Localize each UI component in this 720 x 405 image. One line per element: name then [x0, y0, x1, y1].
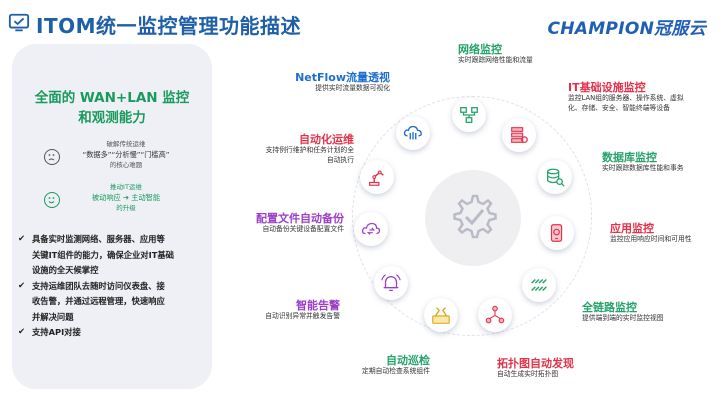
cloud-spoke[interactable] — [396, 116, 430, 150]
list-item: ✔ 具备实时监测网络、服务器、应用等 关键IT组件的能力，确保企业对IT基础 设… — [18, 234, 174, 275]
pain-line3: 的核心难题 — [109, 161, 143, 169]
drive-line3: 的升级 — [116, 204, 136, 212]
feature-alert-title: 智能告警 — [296, 299, 340, 312]
server-gear-icon — [511, 127, 528, 143]
brand-logo: CHAMPION冠服云 — [547, 18, 706, 39]
feature-database-title: 数据库监控 — [602, 151, 657, 164]
panel-heading-line2: 和观测能力 — [78, 110, 146, 126]
pain-points: 破解传统运维 “数据多”“分析慢”“门槛高” 的核心难题 — [66, 139, 186, 171]
feature-itinfra-desc1: 监控LAN组的服务器、操作系统、虚拟 — [568, 94, 684, 102]
list-item: ✔ 支持API对接 — [18, 325, 210, 341]
chain-link-icon — [531, 278, 547, 292]
network-nodes-icon — [460, 107, 478, 123]
check-icon: ✔ — [18, 234, 26, 244]
left-panel — [12, 44, 212, 389]
feature-itinfra-title: IT基础设施监控 — [568, 81, 646, 94]
feature-netflow-title: NetFlow流量透视 — [295, 71, 390, 84]
itinfra-spoke[interactable] — [502, 118, 536, 152]
database-spoke[interactable] — [538, 160, 572, 194]
feature-database-desc: 实时跟踪数据库性能和事务 — [602, 164, 684, 172]
feature-inspection-title: 自动巡检 — [386, 354, 430, 367]
feature-fulllink-title: 全链路监控 — [582, 301, 637, 314]
feature-inspection-desc: 定期自动检查系统组件 — [362, 367, 430, 375]
feature-network-desc: 实时跟踪网络性能和流量 — [458, 56, 533, 64]
automation-spoke[interactable] — [360, 160, 394, 194]
drive-line1: 推动IT运维 — [110, 183, 142, 191]
feature-topology-desc: 自动生成实时拓扑图 — [497, 370, 559, 378]
check-icon: ✔ — [18, 280, 26, 291]
app-spoke[interactable] — [540, 216, 574, 250]
fulllink-spoke[interactable] — [522, 268, 556, 302]
database-search-icon — [547, 168, 565, 187]
pain-line2: “数据多”“分析慢”“门槛高” — [82, 149, 170, 159]
inspection-spoke[interactable] — [424, 298, 458, 332]
feature-topology-title: 拓扑图自动发现 — [497, 357, 574, 370]
wrench-screwdriver-icon — [432, 307, 450, 324]
robot-arm-icon — [369, 170, 384, 186]
feature-netflow-desc: 提供实时流量数据可视化 — [315, 84, 390, 92]
page-title: ITOM统一监控管理功能描述 — [36, 14, 301, 38]
topology-spoke[interactable] — [478, 298, 512, 332]
mobile-gear-icon — [550, 224, 563, 242]
topology-icon — [485, 305, 505, 324]
check-icon: ✔ — [18, 327, 26, 337]
capability-list: ✔ 具备实时监测网络、服务器、应用等 关键IT组件的能力，确保企业对IT基础 设… — [18, 232, 210, 341]
network-spoke[interactable] — [452, 98, 486, 132]
screen-check-icon — [8, 13, 30, 32]
drive-upgrade: 推动IT运维 被动响应 ➔ 主动智能 的升级 — [66, 182, 186, 214]
feature-alert-desc: 自动识别异常并触发告警 — [265, 312, 340, 320]
cloud-server-icon — [403, 125, 422, 140]
feature-app-desc: 监控应用响应时间和可用性 — [610, 235, 692, 243]
feature-network-title: 网络监控 — [458, 43, 502, 56]
center-hub — [425, 170, 521, 266]
feature-fulllink-desc: 提供端到端的实时监控视图 — [582, 314, 664, 322]
bell-alert-icon — [381, 274, 401, 291]
sad-face-icon — [44, 149, 60, 165]
cloud-sync-icon — [361, 222, 381, 235]
alert-spoke[interactable] — [374, 266, 408, 300]
panel-heading: 全面的 WAN+LAN 监控 和观测能力 — [12, 88, 212, 128]
feature-app-title: 应用监控 — [610, 222, 654, 235]
list-item: ✔ 支持运维团队去随时访问仪表盘、接 收告警，并通过远程管理，快速响应 并解决问… — [18, 280, 165, 322]
feature-automation-desc2: 自动执行 — [326, 156, 354, 164]
pain-line1: 破解传统运维 — [106, 140, 146, 148]
gear-check-icon — [453, 194, 497, 239]
feature-backup-title: 配置文件自动备份 — [256, 212, 344, 225]
backup-spoke[interactable] — [354, 212, 388, 246]
feature-automation-title: 自动化运维 — [299, 133, 354, 146]
drive-line2: 被动响应 ➔ 主动智能 — [91, 192, 161, 202]
smile-face-icon — [44, 192, 60, 208]
feature-backup-desc: 自动备份关键设备配置文件 — [262, 225, 344, 233]
feature-automation-desc1: 支持例行维护和任务计划的全 — [265, 146, 354, 154]
panel-heading-line1: 全面的 WAN+LAN 监控 — [34, 90, 190, 106]
hub-ring — [352, 96, 592, 336]
feature-itinfra-desc2: 化、存储、安全、智能终端等设备 — [568, 104, 670, 112]
